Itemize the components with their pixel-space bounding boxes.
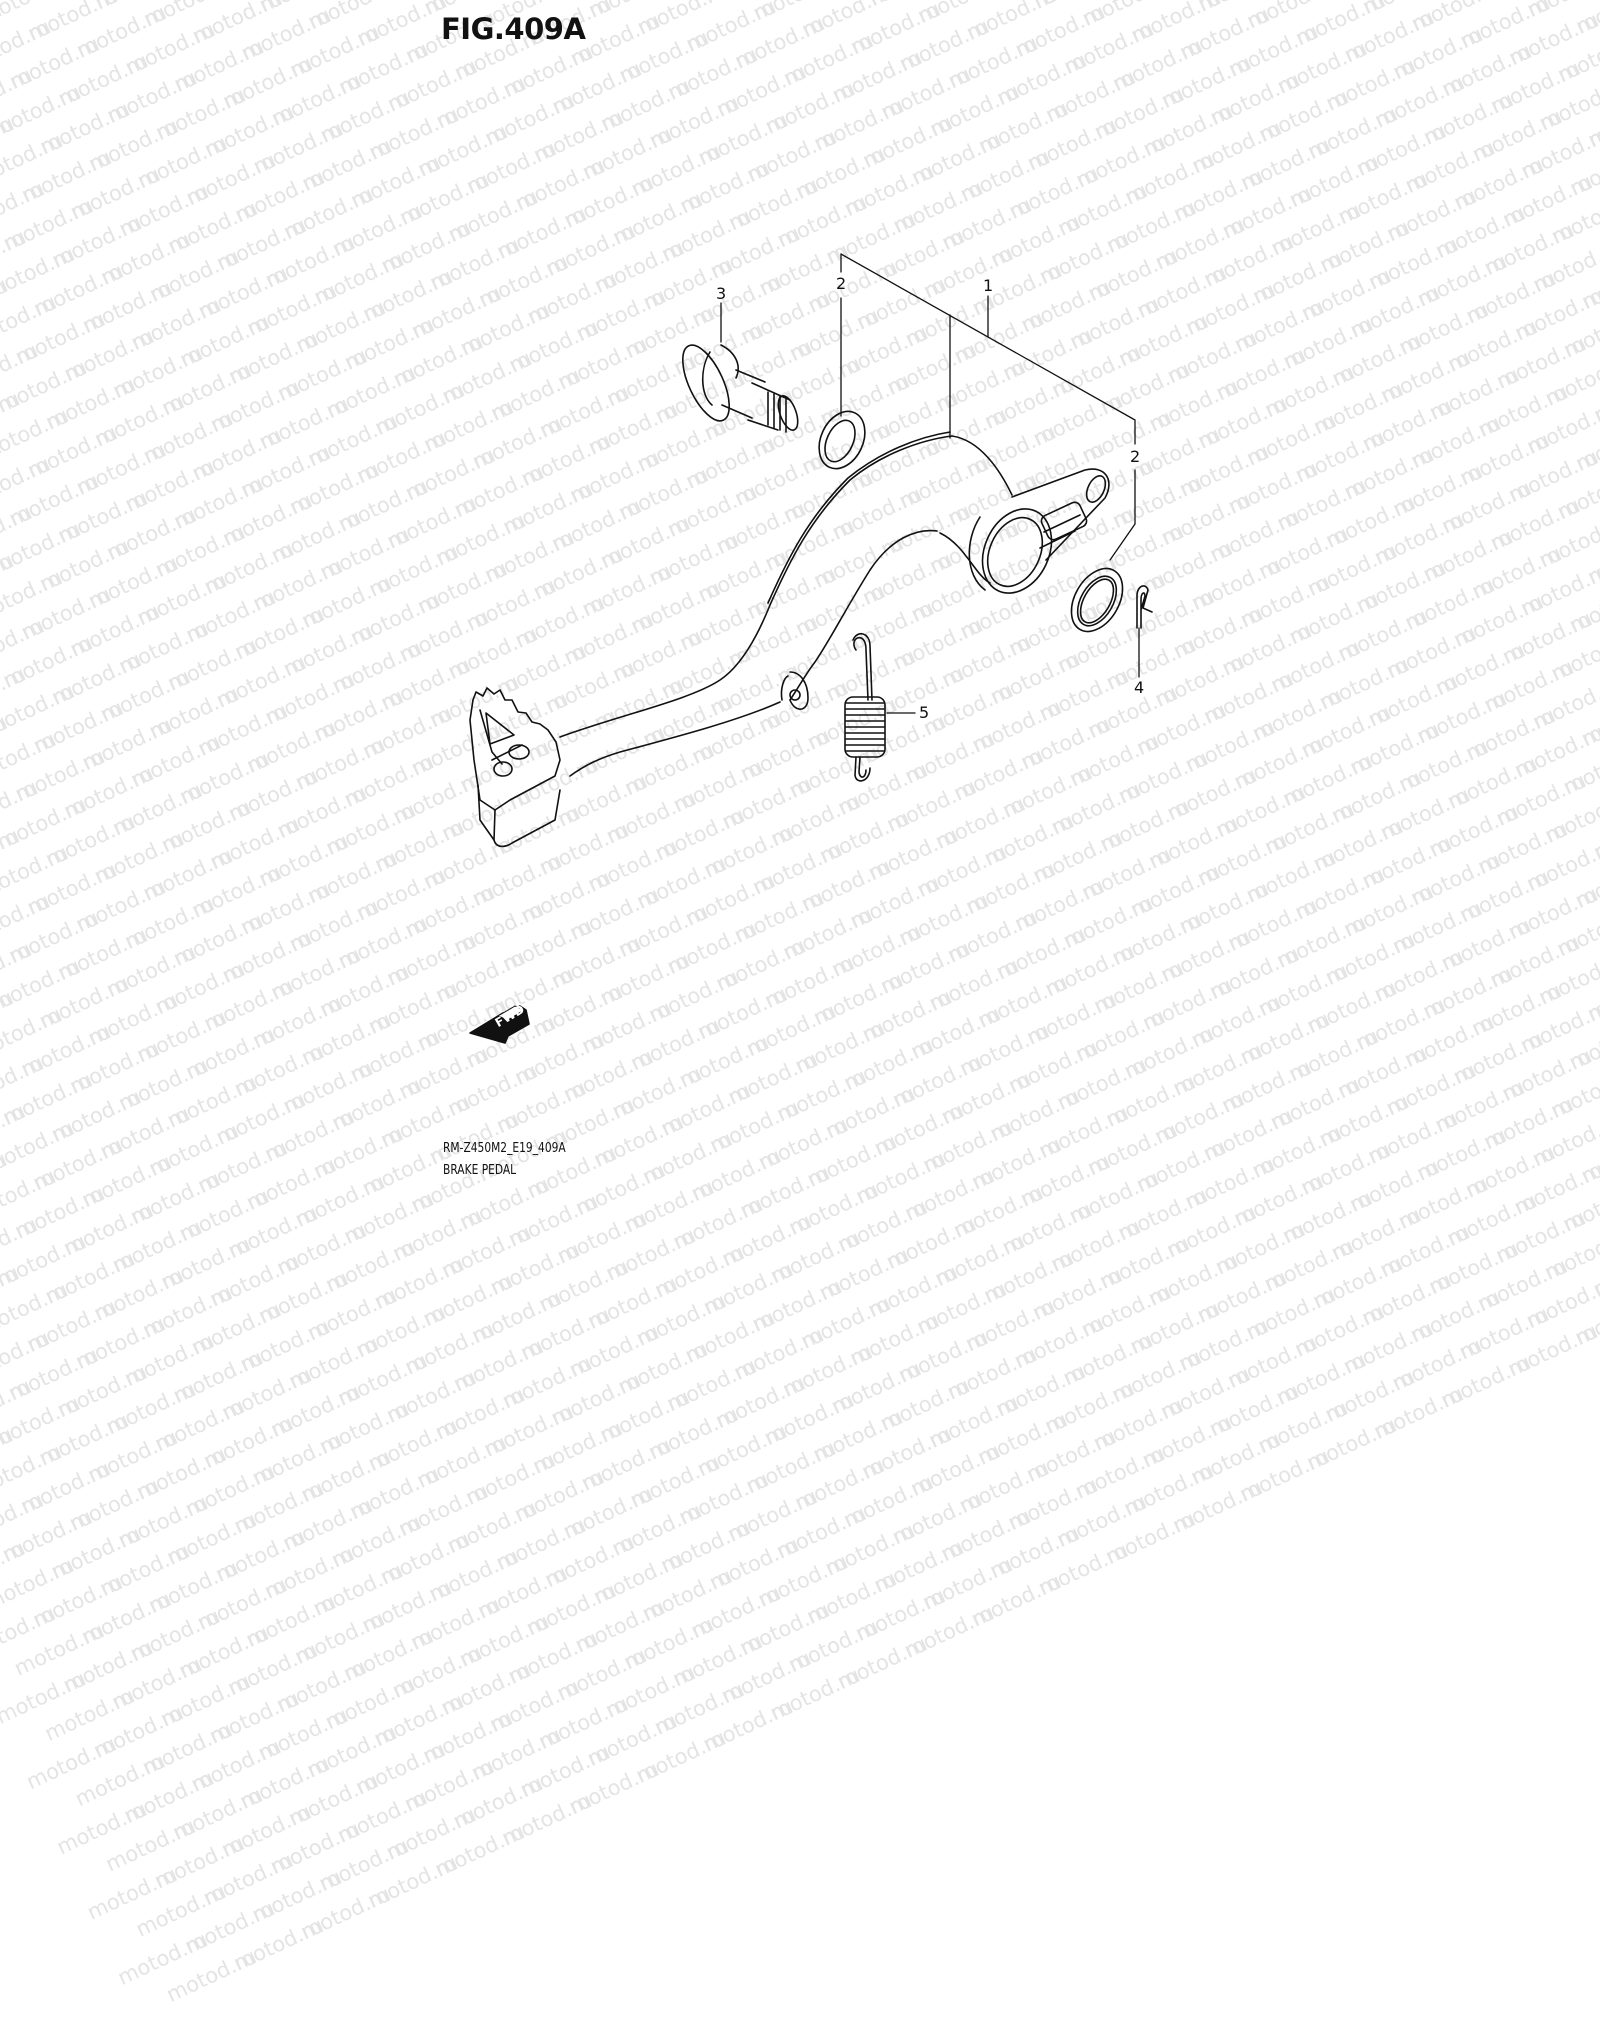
washer-lower: [1070, 567, 1124, 633]
figure-name: BRAKE PEDAL: [443, 1163, 517, 1178]
callout-4: 4: [1134, 678, 1145, 697]
callout-3: 3: [716, 284, 727, 303]
cotter-pin: [1136, 585, 1153, 629]
callout-1: 1: [983, 276, 994, 295]
callout-2-upper: 2: [836, 274, 847, 293]
callout-2-lower: 2: [1130, 447, 1141, 466]
return-spring: [844, 633, 886, 782]
washer-upper: [818, 410, 866, 470]
leader-lines: [720, 253, 1140, 714]
figure-code: RM-Z450M2_E19_409A: [443, 1141, 566, 1156]
exploded-parts-diagram: [469, 253, 1153, 1044]
callout-5: 5: [919, 703, 930, 722]
forward-arrow-icon: [469, 1005, 530, 1044]
pivot-bolt: [682, 344, 799, 433]
brake-pedal-body: [469, 431, 1110, 848]
figure-title: FIG.409A: [441, 12, 586, 46]
